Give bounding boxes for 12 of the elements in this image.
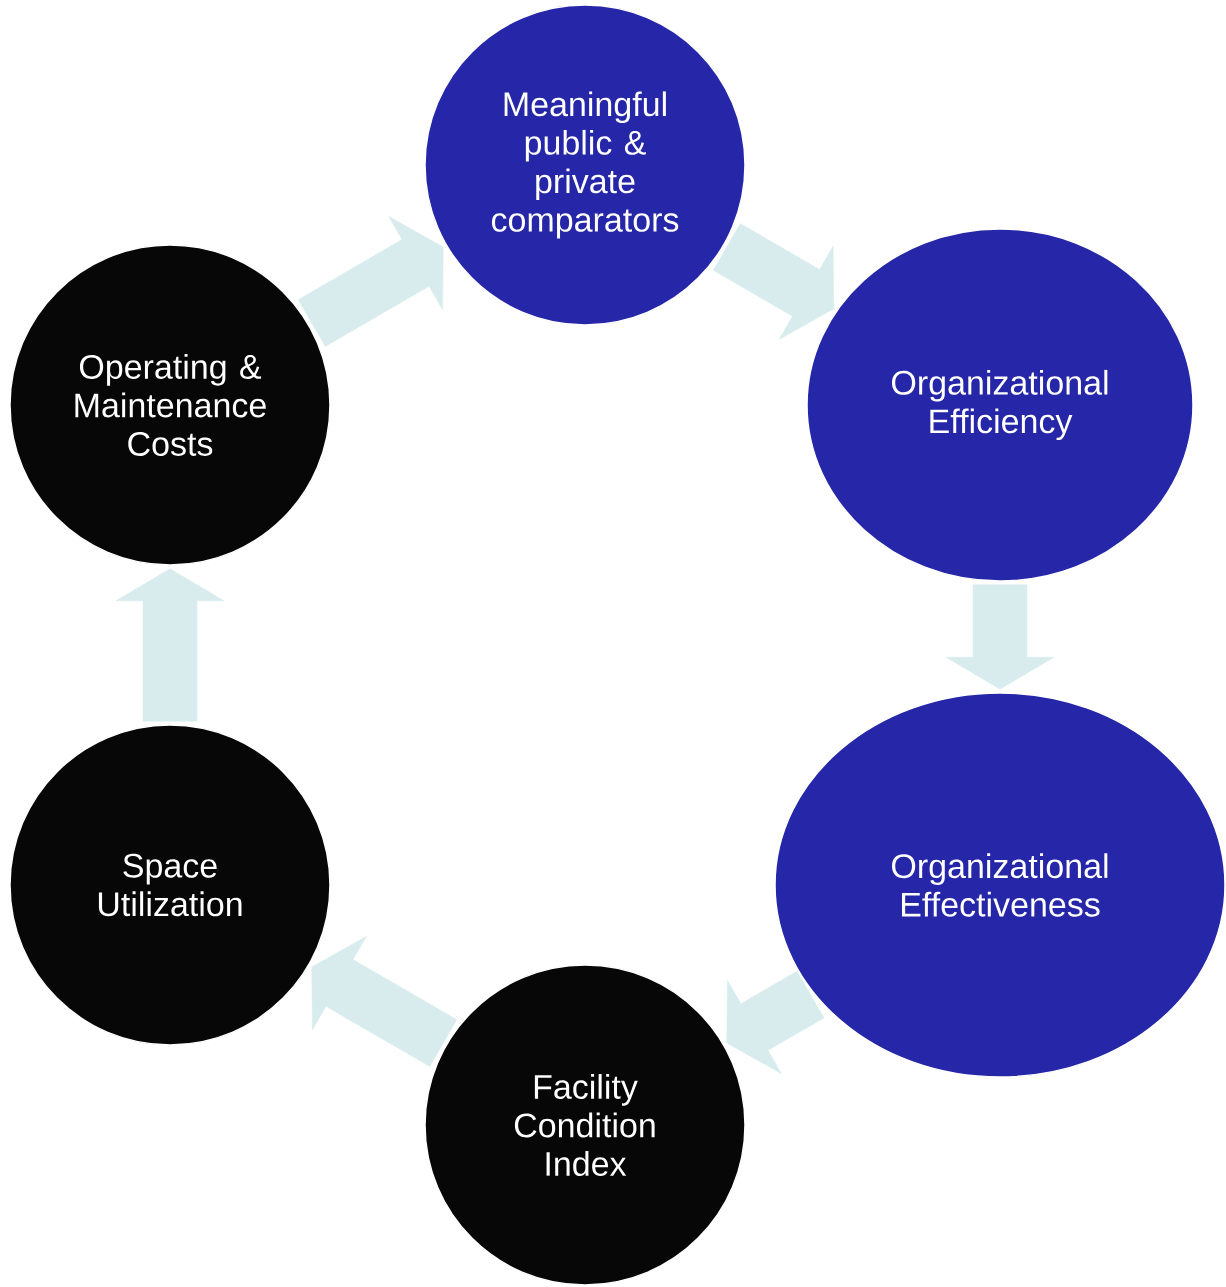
block-arrow (726, 970, 825, 1074)
block-arrow (311, 936, 457, 1067)
circle-node: Meaningful public & private comparators (424, 4, 746, 326)
block-arrow (115, 568, 225, 722)
circle-node: Facility Condition Index (424, 964, 746, 1286)
ellipse-node: Organizational Efficiency (806, 228, 1194, 582)
ellipse-node: Organizational Effectiveness (774, 692, 1226, 1078)
circle-node: Operating & Maintenance Costs (9, 244, 331, 566)
block-arrow (713, 223, 835, 340)
circle-node: Space Utilization (9, 724, 331, 1046)
block-arrow (298, 216, 444, 347)
block-arrow (945, 584, 1055, 690)
